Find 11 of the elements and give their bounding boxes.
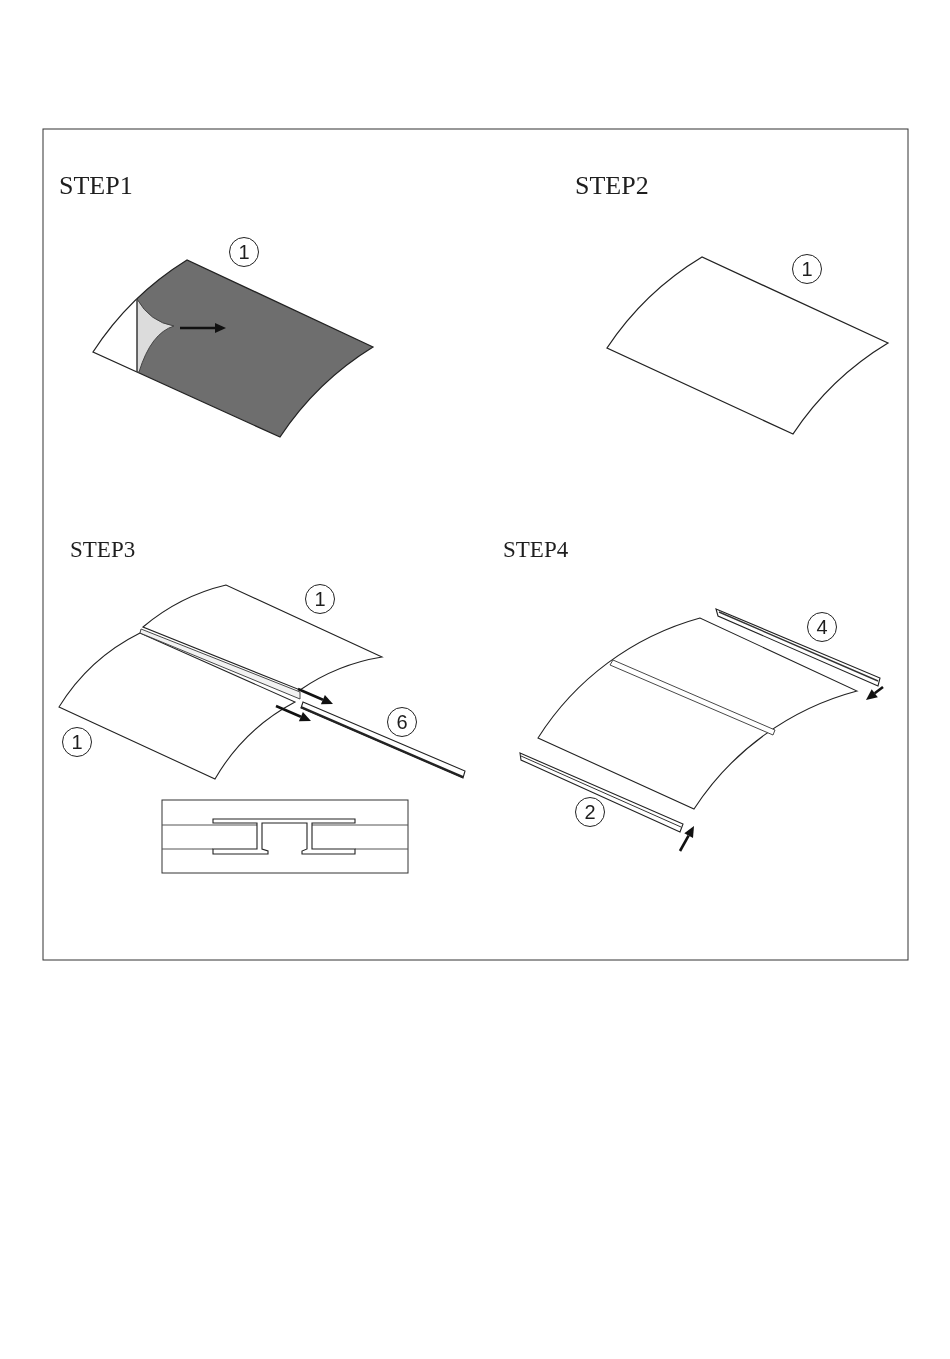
callout-number: 4 bbox=[807, 612, 837, 642]
callout-number: 1 bbox=[62, 727, 92, 757]
callout-number: 1 bbox=[792, 254, 822, 284]
callout-number: 6 bbox=[387, 707, 417, 737]
step-heading: STEP4 bbox=[503, 538, 569, 561]
step-heading: STEP1 bbox=[59, 173, 133, 199]
step-heading: STEP3 bbox=[70, 538, 136, 561]
callout-number: 1 bbox=[229, 237, 259, 267]
callout-number: 1 bbox=[305, 584, 335, 614]
step-heading: STEP2 bbox=[575, 173, 649, 199]
callout-number: 2 bbox=[575, 797, 605, 827]
